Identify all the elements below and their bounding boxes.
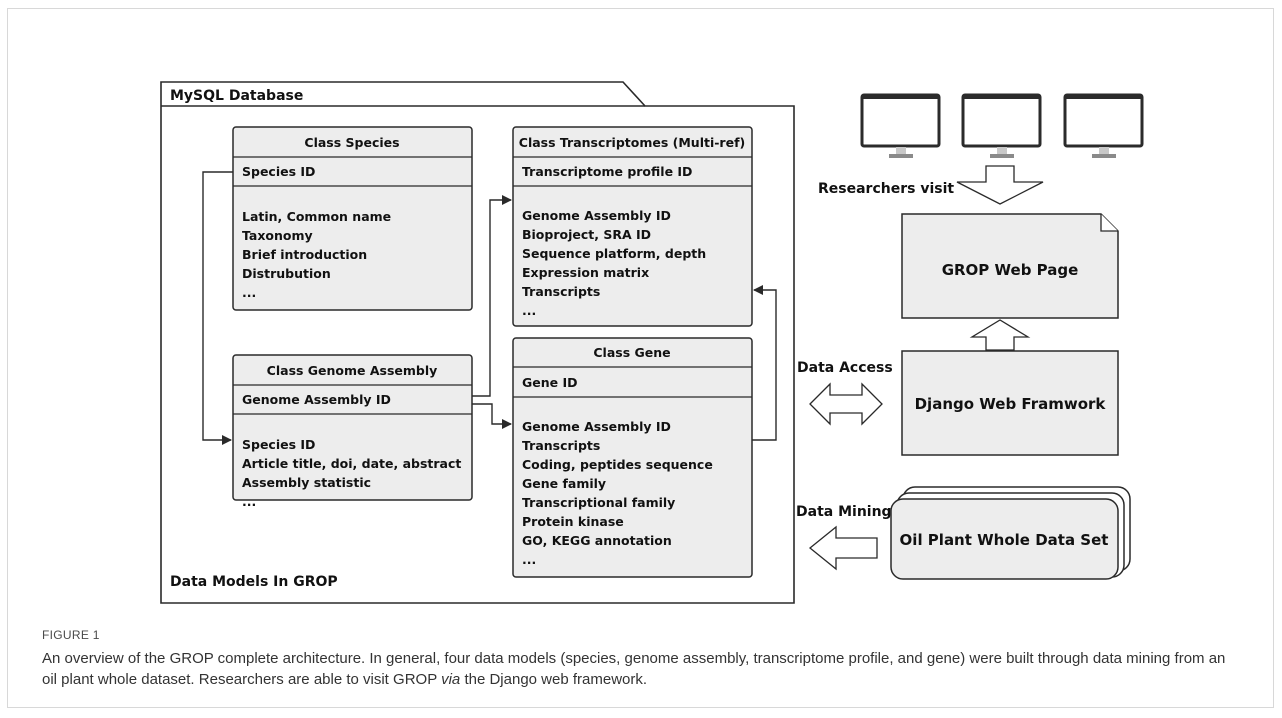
- transcriptomes-id: Transcriptome profile ID: [522, 164, 692, 179]
- transcriptomes-attr: Bioproject, SRA ID: [522, 227, 651, 242]
- architecture-diagram: MySQL Database Data Models In GROP Class…: [160, 81, 1144, 604]
- gene-attr: GO, KEGG annotation: [522, 533, 672, 548]
- genome-title: Class Genome Assembly: [267, 363, 438, 378]
- monitor-icon: [860, 93, 941, 158]
- gene-attr: ...: [522, 552, 536, 567]
- django-framework-box: Django Web Framwork: [901, 350, 1119, 456]
- figure-frame: [7, 8, 1274, 708]
- data-access-double-arrow-icon: [809, 382, 883, 426]
- data-mining-left-arrow-icon: [808, 525, 878, 571]
- researchers-visit-label: Researchers visit: [818, 181, 954, 197]
- transcriptomes-attr: ...: [522, 303, 536, 318]
- figure-label: FIGURE 1: [42, 628, 100, 642]
- gene-id: Gene ID: [522, 375, 578, 390]
- oil-plant-dataset-label: Oil Plant Whole Data Set: [900, 531, 1109, 549]
- models-label: Data Models In GROP: [170, 574, 338, 590]
- species-id: Species ID: [242, 164, 315, 179]
- genome-attr: Species ID: [242, 437, 315, 452]
- species-attr: Latin, Common name: [242, 209, 391, 224]
- gene-attr: Gene family: [522, 476, 606, 491]
- researchers-down-arrow-icon: [956, 165, 1044, 205]
- transcriptomes-attr: Genome Assembly ID: [522, 208, 671, 223]
- class-genome-assembly-box: Class Genome Assembly Genome Assembly ID…: [232, 354, 473, 509]
- grop-web-page-label: GROP Web Page: [942, 261, 1079, 279]
- species-attr: Taxonomy: [242, 228, 313, 243]
- monitor-icon: [1063, 93, 1144, 158]
- class-transcriptomes-box: Class Transcriptomes (Multi-ref) Transcr…: [512, 126, 753, 327]
- species-attr: ...: [242, 285, 256, 300]
- figure-caption: An overview of the GROP complete archite…: [42, 648, 1242, 690]
- genome-to-gene-connector: [472, 403, 512, 429]
- data-access-label: Data Access: [797, 360, 893, 376]
- transcriptomes-attr: Sequence platform, depth: [522, 246, 706, 261]
- data-mining-label: Data Mining: [796, 504, 892, 520]
- oil-plant-dataset-box: Oil Plant Whole Data Set: [890, 486, 1131, 580]
- grop-web-page-box: GROP Web Page: [901, 213, 1119, 319]
- species-to-genome-connector: [202, 171, 233, 445]
- genome-attr: ...: [242, 494, 256, 509]
- gene-attr: Transcripts: [522, 438, 600, 453]
- class-species-box: Class Species Species ID Latin, Common n…: [232, 126, 473, 311]
- transcriptomes-attr: Expression matrix: [522, 265, 649, 280]
- gene-attr: Protein kinase: [522, 514, 624, 529]
- genome-attr: Assembly statistic: [242, 475, 371, 490]
- gene-to-transcriptomes-connector: [752, 285, 777, 441]
- genome-to-transcriptomes-connector: [472, 195, 512, 397]
- transcriptomes-attr: Transcripts: [522, 284, 600, 299]
- species-title: Class Species: [304, 135, 399, 150]
- transcriptomes-title: Class Transcriptomes (Multi-ref): [519, 135, 745, 150]
- species-attr: Distrubution: [242, 266, 331, 281]
- gene-attr: Genome Assembly ID: [522, 419, 671, 434]
- django-framework-label: Django Web Framwork: [915, 395, 1107, 413]
- caption-text: An overview of the GROP complete archite…: [42, 650, 1226, 688]
- class-gene-box: Class Gene Gene ID Genome Assembly ID Tr…: [512, 337, 753, 578]
- database-label: MySQL Database: [170, 88, 303, 104]
- genome-id: Genome Assembly ID: [242, 392, 391, 407]
- django-to-webpage-up-arrow-icon: [969, 319, 1031, 351]
- caption-text-end: the Django web framework.: [460, 671, 648, 688]
- gene-title: Class Gene: [593, 345, 670, 360]
- species-attr: Brief introduction: [242, 247, 367, 262]
- genome-attr: Article title, doi, date, abstract: [242, 456, 461, 471]
- caption-via: via: [441, 671, 461, 688]
- gene-attr: Coding, peptides sequence: [522, 457, 713, 472]
- monitor-icon: [961, 93, 1042, 158]
- gene-attr: Transcriptional family: [522, 495, 675, 510]
